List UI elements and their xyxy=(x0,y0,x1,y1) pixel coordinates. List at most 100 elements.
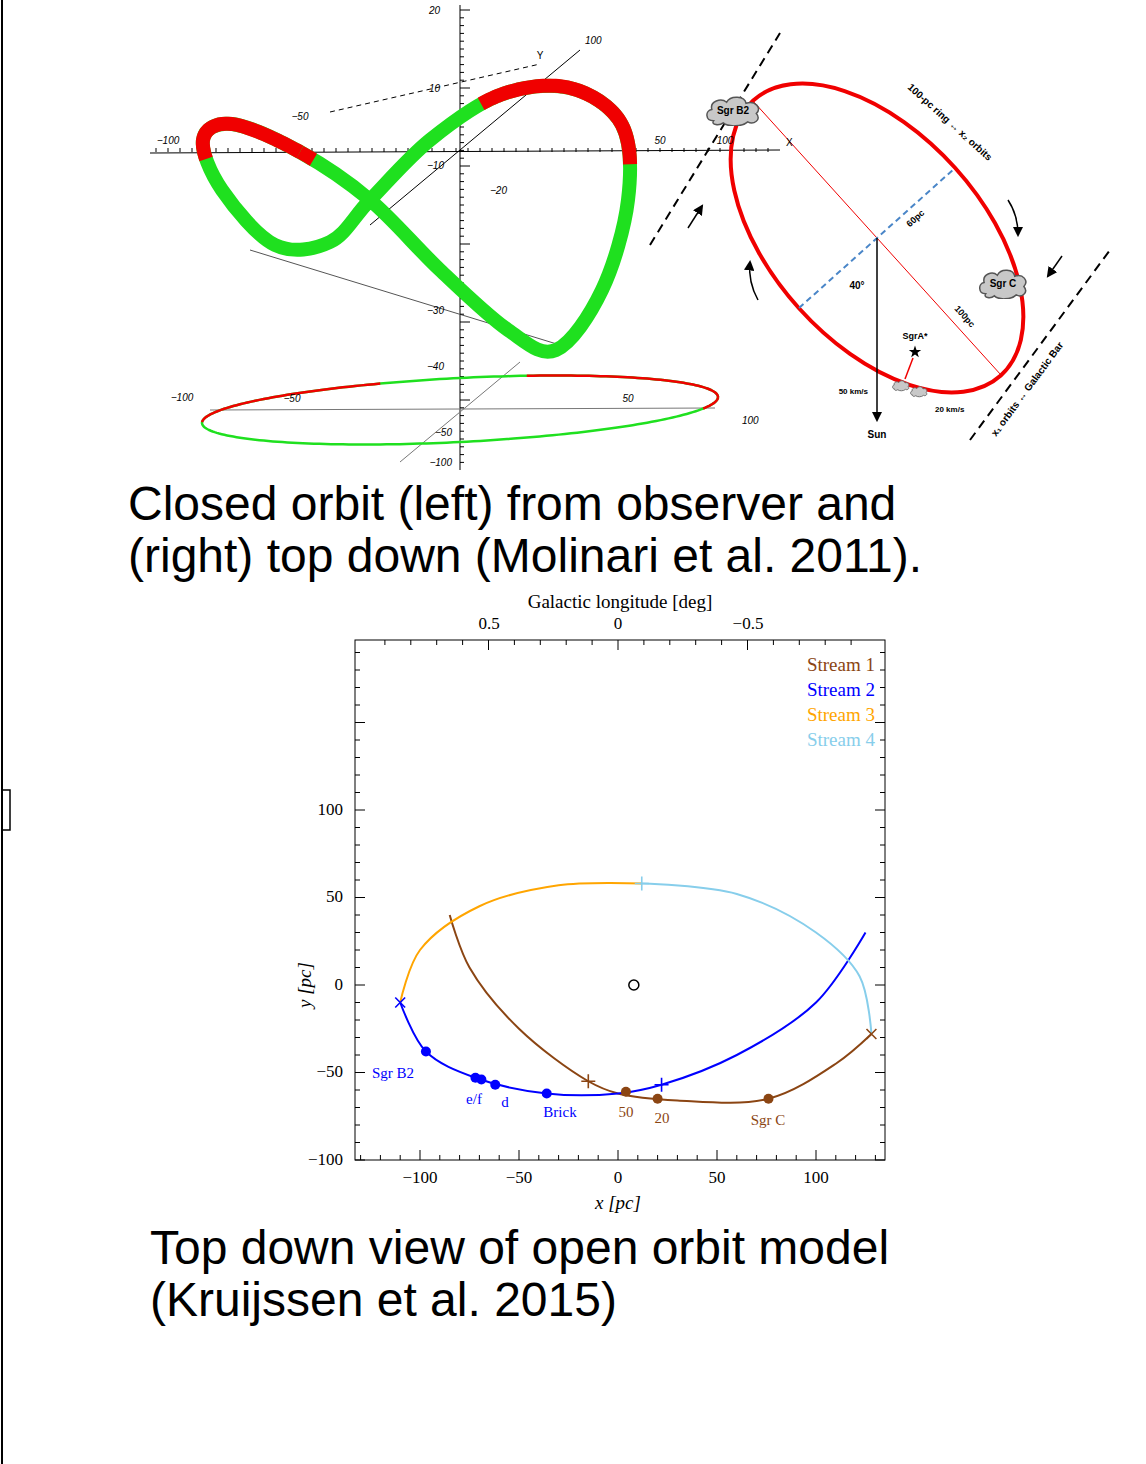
tick xyxy=(552,148,553,152)
cloud-region: Sgr B2 xyxy=(705,95,762,126)
tick xyxy=(355,792,360,793)
tick xyxy=(540,640,541,645)
axis-tick-label: −20 xyxy=(490,185,507,196)
tick xyxy=(384,148,385,152)
tick xyxy=(875,1072,885,1073)
tick xyxy=(460,56,464,57)
tick xyxy=(460,446,464,447)
tick xyxy=(880,1107,885,1108)
axis-tick-label: 50 xyxy=(622,393,633,404)
axis-tick-label: −10 xyxy=(427,160,444,171)
tick xyxy=(460,220,464,221)
stream-marker xyxy=(390,993,410,1013)
axis-tick-label: 50 xyxy=(709,1169,726,1188)
cloud-name: Brick xyxy=(543,1104,576,1121)
tick xyxy=(459,1155,460,1160)
tick xyxy=(462,640,463,645)
tick xyxy=(747,640,748,650)
caption: Top down view of open orbit model (Kruij… xyxy=(150,1222,1000,1326)
cloud-name: e/f xyxy=(466,1091,482,1108)
axis-tick-label: 0 xyxy=(335,976,344,995)
tick xyxy=(756,148,757,152)
tick xyxy=(880,1125,885,1126)
cloud-dot xyxy=(763,1094,773,1104)
tick xyxy=(669,640,670,645)
axis-tick-label: −100 xyxy=(429,457,452,468)
tick xyxy=(460,322,470,323)
tick xyxy=(528,148,529,152)
tick xyxy=(355,827,360,828)
tick xyxy=(875,722,885,723)
tick xyxy=(355,1002,360,1003)
axis-tick-label: 0.5 xyxy=(478,615,499,634)
tick xyxy=(444,148,445,152)
tick xyxy=(880,880,885,881)
flow-arrow xyxy=(750,262,758,300)
tick xyxy=(168,148,169,152)
tick xyxy=(768,148,769,152)
plot-frame xyxy=(355,640,885,1160)
cloud-dot xyxy=(476,1075,486,1085)
tick xyxy=(240,148,241,152)
tick xyxy=(643,640,644,645)
tick xyxy=(492,148,493,152)
tick xyxy=(355,1072,365,1073)
tick xyxy=(460,166,470,167)
tick xyxy=(460,462,464,463)
tick xyxy=(355,722,365,723)
tick xyxy=(479,1155,480,1160)
tick xyxy=(637,1155,638,1160)
tick xyxy=(875,985,885,986)
axis-tick-label: −50 xyxy=(316,1063,343,1082)
flow-arrow xyxy=(1008,200,1018,235)
legend-text: Stream 2 xyxy=(807,679,875,700)
tick xyxy=(460,72,464,73)
tick xyxy=(348,148,349,152)
tick xyxy=(592,640,593,645)
tick xyxy=(799,640,800,645)
axis-title: x [pc] xyxy=(595,1193,641,1214)
axis-tick-label: 100 xyxy=(803,1169,829,1188)
cloud-name: Sgr C xyxy=(990,278,1017,289)
orbit-plot xyxy=(355,640,885,1160)
tick xyxy=(460,88,470,89)
axis-title: Galactic longitude [deg] xyxy=(528,592,713,613)
tick xyxy=(336,148,337,152)
tick xyxy=(598,1155,599,1160)
legend-text: Stream 4 xyxy=(807,729,875,750)
cloud-dot xyxy=(421,1047,431,1057)
axis-tick-label: −100 xyxy=(402,1169,437,1188)
tick xyxy=(514,640,515,645)
tick xyxy=(499,1155,500,1160)
tick xyxy=(744,148,745,152)
axis-tick-label: 0 xyxy=(614,1169,623,1188)
tick xyxy=(460,80,464,81)
tick xyxy=(460,228,464,229)
tick xyxy=(460,150,464,151)
tick xyxy=(516,148,517,152)
cloud-dot xyxy=(653,1094,663,1104)
tick xyxy=(355,1160,365,1161)
tick xyxy=(468,148,469,152)
tick xyxy=(875,897,885,898)
tick xyxy=(460,431,464,432)
axis-tick-label: 0 xyxy=(614,615,623,634)
tick xyxy=(355,950,360,951)
tick xyxy=(480,148,481,152)
tick xyxy=(432,148,433,152)
sun-direction xyxy=(876,238,878,420)
tick xyxy=(355,1020,360,1021)
tick xyxy=(460,205,464,206)
flow-arrow xyxy=(1048,256,1062,276)
axis-title: y [pc] xyxy=(295,962,316,1008)
tick xyxy=(324,148,325,152)
tick xyxy=(756,1155,757,1160)
tick xyxy=(460,345,464,346)
legend-text: Stream 3 xyxy=(807,704,875,725)
tick xyxy=(180,148,181,152)
axis-line xyxy=(150,150,780,153)
tick xyxy=(460,407,464,408)
tick xyxy=(355,897,365,898)
tick xyxy=(460,212,464,213)
tick xyxy=(460,259,464,260)
